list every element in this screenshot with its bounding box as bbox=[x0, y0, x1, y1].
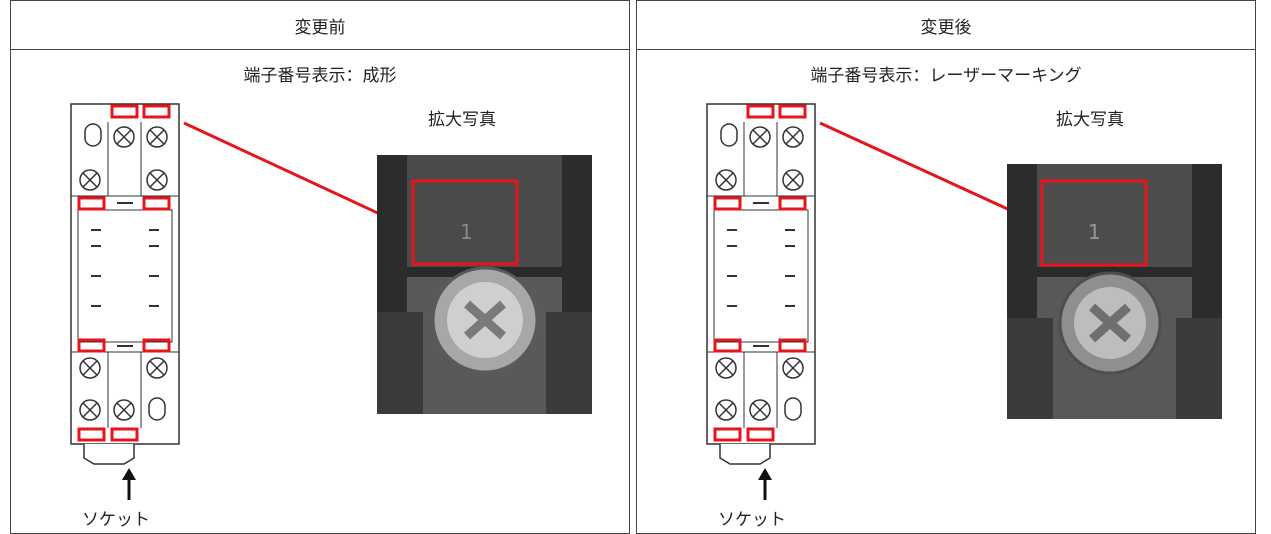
after-illustration bbox=[636, 0, 1256, 534]
terminal-number-method: 端子番号表示：レーザーマーキング bbox=[810, 66, 1082, 86]
before-column: 変更前 端子番号表示：成形 拡大写真 1 ソケット bbox=[10, 0, 630, 534]
terminal-number-marking: 1 bbox=[1088, 220, 1101, 244]
zoomed-photo bbox=[1007, 164, 1222, 419]
socket-label: ソケット bbox=[82, 510, 150, 530]
socket-label: ソケット bbox=[718, 510, 786, 530]
terminal-number-marking: 1 bbox=[460, 220, 473, 244]
socket-diagram bbox=[706, 103, 816, 500]
column-header: 変更後 bbox=[920, 18, 972, 38]
socket-diagram bbox=[70, 103, 180, 500]
terminal-number-method: 端子番号表示：成形 bbox=[243, 66, 397, 86]
before-illustration bbox=[10, 0, 630, 534]
zoom-photo-label: 拡大写真 bbox=[428, 110, 496, 130]
zoom-photo-label: 拡大写真 bbox=[1056, 110, 1124, 130]
column-header: 変更前 bbox=[294, 18, 346, 38]
after-column: 変更後 端子番号表示：レーザーマーキング 拡大写真 1 ソケット bbox=[636, 0, 1256, 534]
zoomed-photo bbox=[377, 155, 592, 414]
